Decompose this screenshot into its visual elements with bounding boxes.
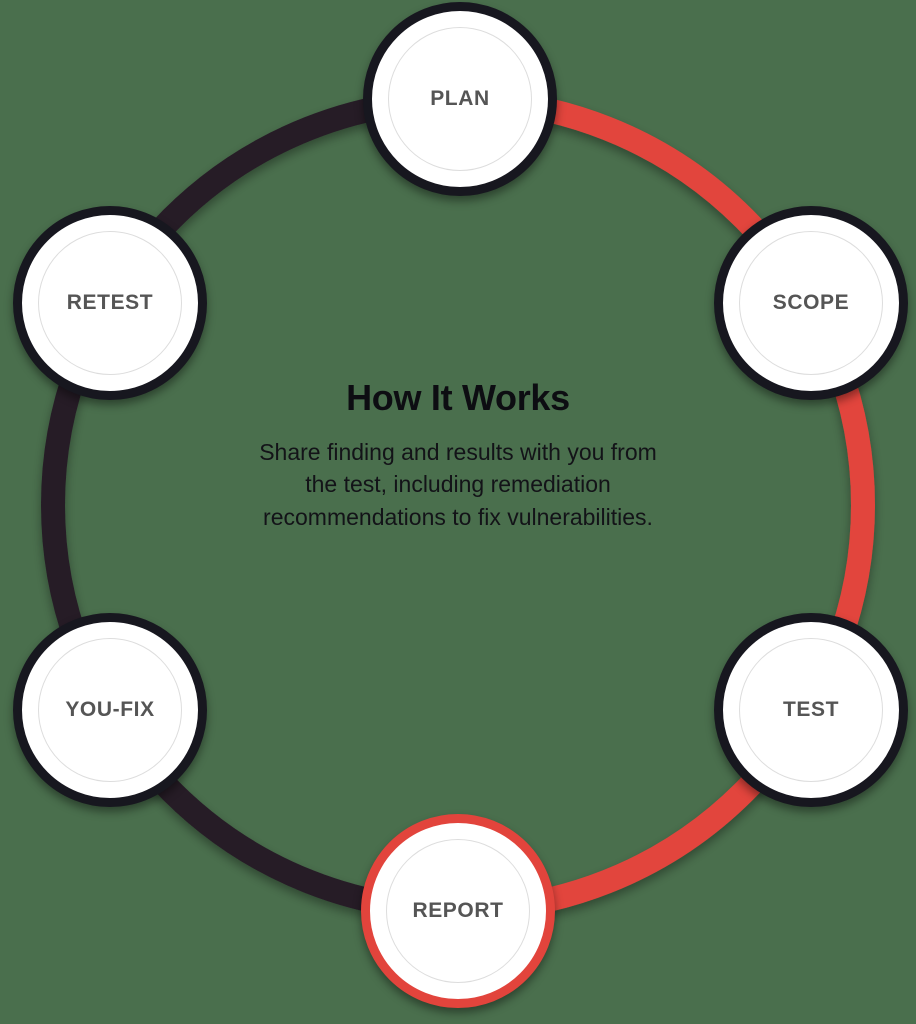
cycle-node-retest-label: RETEST [66,291,154,314]
cycle-node-report[interactable]: REPORT [361,814,555,1008]
cycle-node-scope[interactable]: SCOPE [714,206,908,400]
cycle-node-test[interactable]: TEST [714,613,908,807]
cycle-node-report-label: REPORT [412,899,504,922]
cycle-node-scope-label: SCOPE [772,291,850,314]
cycle-node-you-fix[interactable]: YOU-FIX [13,613,207,807]
cycle-node-retest[interactable]: RETEST [13,206,207,400]
diagram-description: Share finding and results with you from … [158,436,758,534]
diagram-title: How It Works [346,377,570,418]
description-line-2: the test, including remediation [305,471,611,498]
cycle-node-plan[interactable]: PLAN [363,2,557,196]
cycle-node-test-label: TEST [782,698,840,721]
center-text-block: How It Works Share finding and results w… [158,378,758,534]
cycle-node-you-fix-label: YOU-FIX [65,698,155,721]
cycle-node-plan-label: PLAN [430,87,490,110]
description-line-1: Share finding and results with you from [259,438,657,465]
description-line-3: recommendations to fix vulnerabilities. [263,503,653,530]
